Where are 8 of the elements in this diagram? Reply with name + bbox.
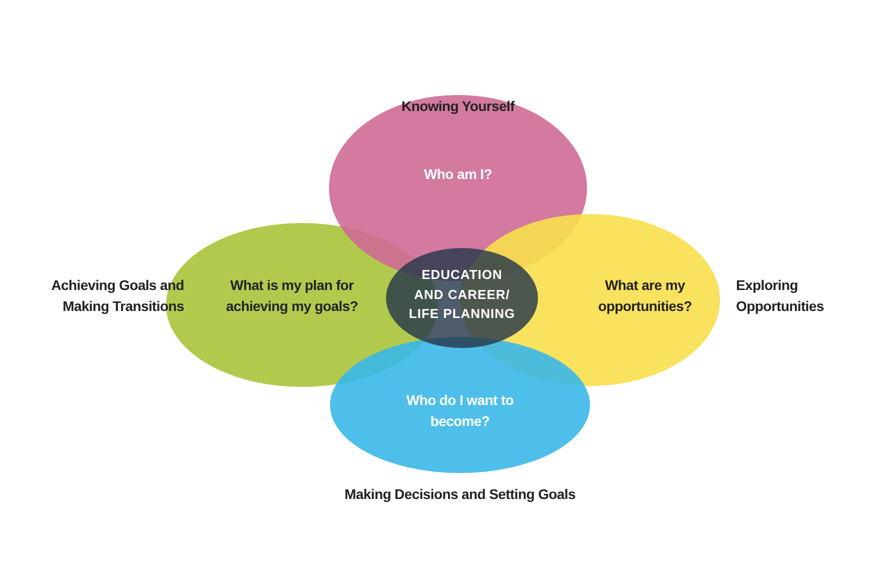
section-heading: Making Decisions and Setting Goals: [344, 485, 576, 504]
question-text: What are my opportunities?: [597, 276, 693, 316]
question-text: Who do I want to become?: [405, 391, 515, 431]
section-heading: Knowing Yourself: [400, 97, 516, 116]
center-title: EDUCATION AND CAREER/ LIFE PLANNING: [408, 266, 516, 323]
question-text: Who am I?: [422, 165, 494, 184]
section-heading: Exploring Opportunities: [736, 276, 825, 316]
question-text: What is my plan for achieving my goals?: [224, 276, 359, 316]
